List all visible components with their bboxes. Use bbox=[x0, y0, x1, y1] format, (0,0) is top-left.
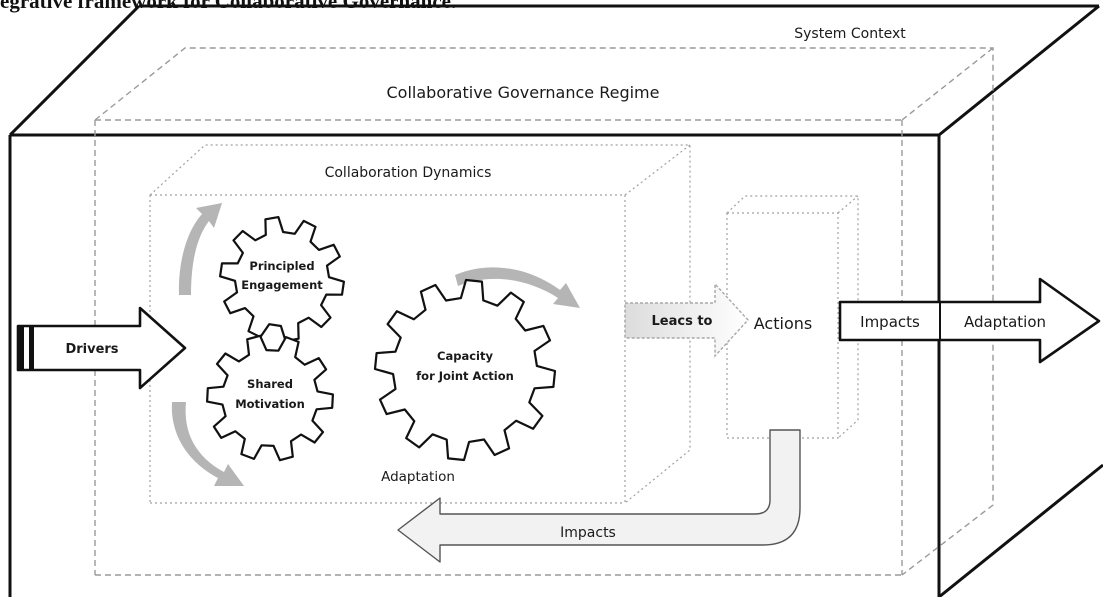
cycle-arrows bbox=[171, 203, 580, 486]
actions-label: Actions bbox=[754, 314, 812, 333]
collaboration-dynamics-box bbox=[149, 144, 691, 504]
gear-icon bbox=[373, 278, 557, 462]
gear-label-line-1: Principled bbox=[249, 259, 314, 273]
drivers-arrow-stripe bbox=[19, 327, 24, 369]
system-context-label: System Context bbox=[794, 26, 906, 42]
gear-icon bbox=[206, 334, 334, 462]
gear-label-line-1: Shared bbox=[247, 377, 293, 391]
gear-label-line-2: for Joint Action bbox=[416, 369, 514, 383]
drivers-arrow-stripe bbox=[29, 327, 34, 369]
cycle-arrow-up-left bbox=[178, 203, 222, 295]
cycle-arrow-down-left bbox=[171, 402, 244, 486]
system-context-edge-top-left bbox=[8, 4, 141, 137]
leads-to-arrow: Leacs to bbox=[624, 282, 749, 358]
figure-caption: egrative framework for Collaborative Gov… bbox=[0, 0, 457, 13]
gear-icon bbox=[219, 216, 345, 342]
governance-regime-label: Collaborative Governance Regime bbox=[387, 83, 660, 102]
gear-capacity-joint-action: Capacity for Joint Action bbox=[373, 278, 557, 462]
gear-shared-motivation: Shared Motivation bbox=[206, 334, 334, 462]
gear-principled-engagement: Principled Engagement bbox=[219, 216, 345, 342]
system-context-box bbox=[8, 4, 1103, 599]
drivers-label: Drivers bbox=[65, 342, 118, 357]
cycle-arrow-top-right bbox=[455, 267, 580, 308]
governance-regime-box bbox=[94, 47, 994, 576]
impacts-feedback-arrow: Impacts bbox=[397, 429, 801, 563]
impacts-adaptation-arrow: Impacts Adaptation bbox=[838, 277, 1101, 364]
drivers-arrow: Drivers bbox=[16, 306, 187, 390]
system-context-edge-top-right bbox=[938, 4, 1100, 137]
leads-to-label: Leacs to bbox=[652, 314, 713, 329]
impacts-loop-label: Impacts bbox=[560, 525, 616, 541]
adaptation-out-label: Adaptation bbox=[964, 313, 1046, 331]
gear-label-line-1: Capacity bbox=[437, 349, 493, 363]
adaptation-loop-label: Adaptation bbox=[381, 469, 455, 485]
impacts-out-label: Impacts bbox=[860, 313, 920, 331]
collaboration-dynamics-label: Collaboration Dynamics bbox=[325, 165, 492, 181]
system-context-bottom-right-edge bbox=[938, 463, 1103, 599]
gear-label-line-2: Motivation bbox=[235, 397, 305, 411]
gear-label-line-2: Engagement bbox=[241, 278, 323, 292]
